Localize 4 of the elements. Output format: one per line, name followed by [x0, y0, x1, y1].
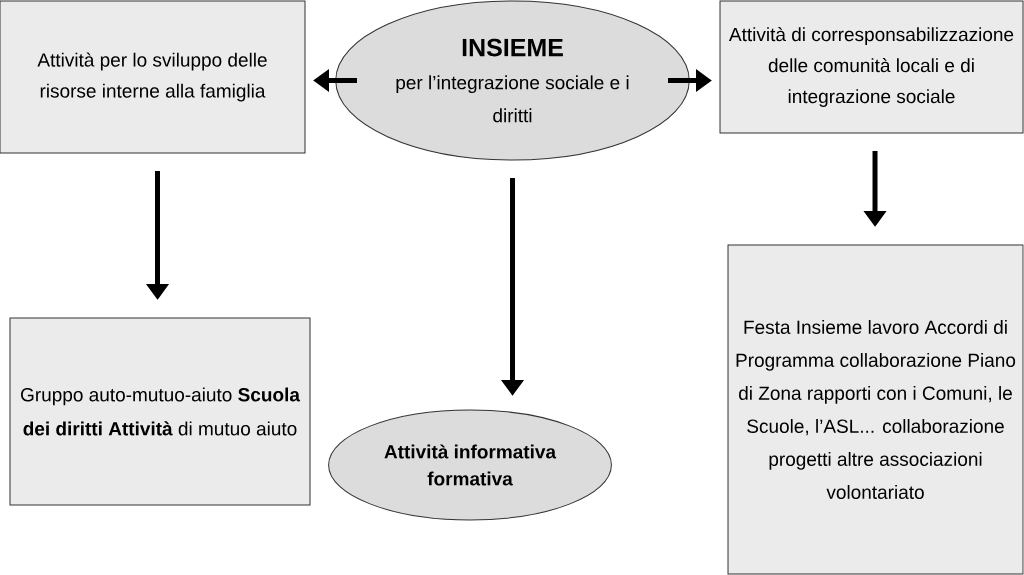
text-box: Attività di corresponsabilizzazione delle comunità locali e di integrazione sociale: [719, 0, 1024, 134]
text-box: Gruppo auto-mutuo-aiuto Scuola dei diritti Attività di mutuo aiuto: [9, 317, 311, 506]
text-box: Festa Insieme lavoro Accordi di Programma collaborazione Piano di Zona rapporti con i Comuni, le Scuole, l’ASL... collaborazione progetti altre associazioni volontariato: [727, 244, 1024, 575]
text-box: Attività per lo sviluppo delle risorse interne alla famiglia: [0, 0, 306, 154]
